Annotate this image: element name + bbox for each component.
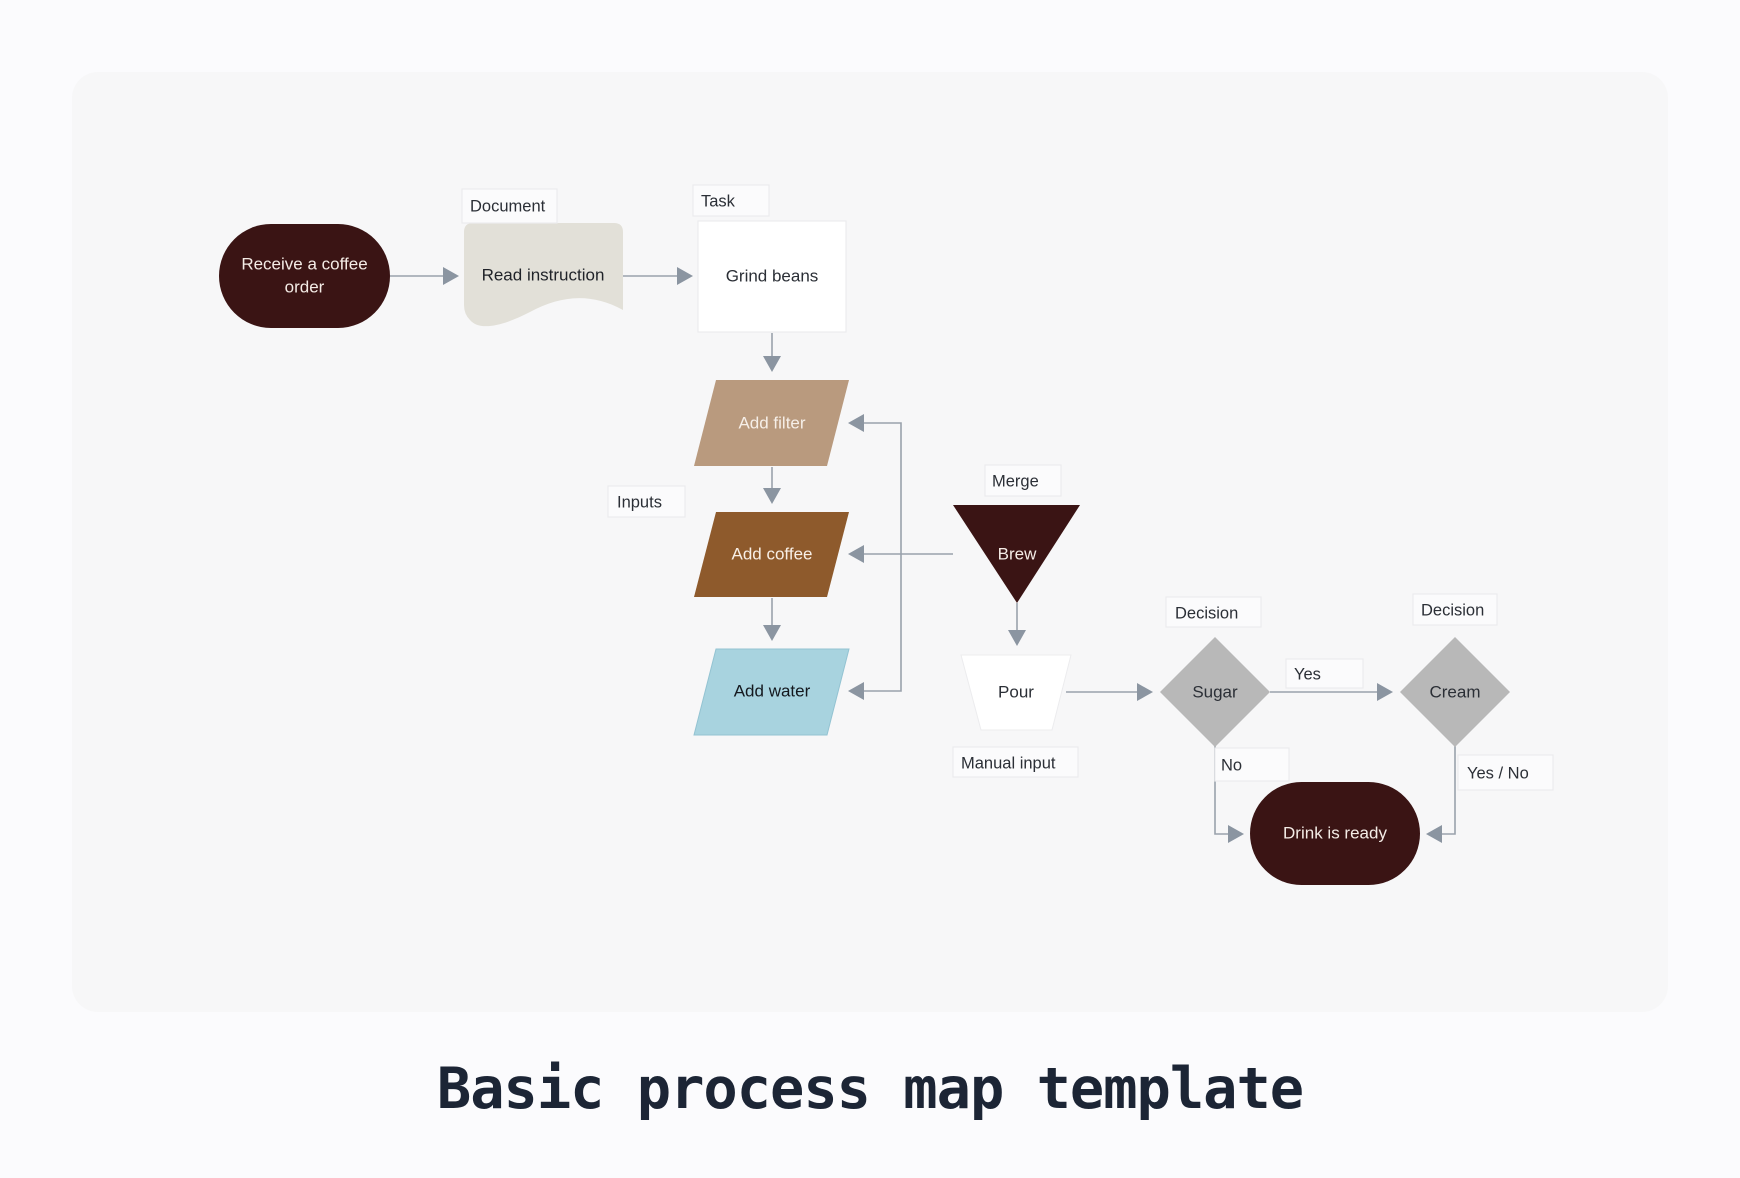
node-ready-label: Drink is ready <box>1283 823 1387 842</box>
annotation-yes-no-text: Yes / No <box>1467 764 1529 782</box>
arrowhead-icon <box>1377 683 1393 701</box>
node-coffee-label: Add coffee <box>732 544 813 563</box>
annotation-no-text: No <box>1221 756 1242 774</box>
arrowhead-icon <box>848 545 864 563</box>
node-filter-label: Add filter <box>738 413 805 432</box>
arrowhead-icon <box>1137 683 1153 701</box>
node-drink-ready[interactable]: Drink is ready <box>1250 782 1420 885</box>
arrowhead-icon <box>677 267 693 285</box>
annotation-task-text: Task <box>701 192 736 210</box>
edge-cream-ready <box>1438 746 1456 835</box>
arrowhead-icon <box>848 414 864 432</box>
annotation-document: Document <box>461 188 558 224</box>
annotation-inputs-text: Inputs <box>617 493 662 511</box>
annotation-manual-input-text: Manual input <box>961 754 1056 772</box>
page-title: Basic process map template <box>436 1056 1304 1122</box>
node-receive-label-line1: Receive a coffee <box>241 254 367 273</box>
node-sugar-decision[interactable]: Sugar <box>1160 637 1270 747</box>
annotation-decision-sugar-text: Decision <box>1175 604 1238 622</box>
arrowhead-icon <box>1008 630 1026 646</box>
node-brew-label: Brew <box>998 544 1037 563</box>
annotation-decision-cream-text: Decision <box>1421 601 1484 619</box>
node-cream-decision[interactable]: Cream <box>1400 637 1510 747</box>
annotation-yes-no: Yes / No <box>1457 754 1554 791</box>
annotation-inputs: Inputs <box>607 485 686 518</box>
arrowhead-icon <box>763 356 781 372</box>
arrowhead-icon <box>1228 825 1244 843</box>
edge-loop-water <box>862 554 902 692</box>
node-grind-label: Grind beans <box>726 266 819 285</box>
annotation-document-text: Document <box>470 197 546 215</box>
node-read-label: Read instruction <box>482 265 605 284</box>
node-sugar-label: Sugar <box>1192 682 1238 701</box>
edges <box>390 267 1456 843</box>
node-water-label: Add water <box>734 681 811 700</box>
node-pour-label: Pour <box>998 682 1034 701</box>
annotation-no: No <box>1214 747 1290 782</box>
arrowhead-icon <box>848 682 864 700</box>
annotation-merge: Merge <box>984 464 1062 497</box>
node-pour[interactable]: Pour <box>960 654 1072 731</box>
arrowhead-icon <box>763 488 781 504</box>
annotation-decision-cream: Decision <box>1412 593 1498 626</box>
node-brew[interactable]: Brew <box>953 505 1080 603</box>
node-grind-beans[interactable]: Grind beans <box>697 220 847 333</box>
arrowhead-icon <box>763 625 781 641</box>
node-add-water[interactable]: Add water <box>693 648 850 736</box>
node-receive-label-line2: order <box>285 277 325 296</box>
annotation-task: Task <box>692 184 770 217</box>
edge-loop-filter <box>862 422 902 554</box>
node-read-instruction[interactable]: Read instruction <box>464 223 623 327</box>
node-add-filter[interactable]: Add filter <box>694 380 849 466</box>
annotation-decision-sugar: Decision <box>1165 596 1262 628</box>
annotation-yes-text: Yes <box>1294 665 1321 683</box>
node-cream-label: Cream <box>1429 682 1480 701</box>
arrowhead-icon <box>443 267 459 285</box>
annotation-yes: Yes <box>1285 658 1364 689</box>
annotation-manual-input: Manual input <box>952 746 1079 778</box>
node-receive-order[interactable]: Receive a coffee order <box>219 224 390 328</box>
annotation-merge-text: Merge <box>992 472 1039 490</box>
arrowhead-icon <box>1426 825 1442 843</box>
node-add-coffee[interactable]: Add coffee <box>694 512 849 597</box>
